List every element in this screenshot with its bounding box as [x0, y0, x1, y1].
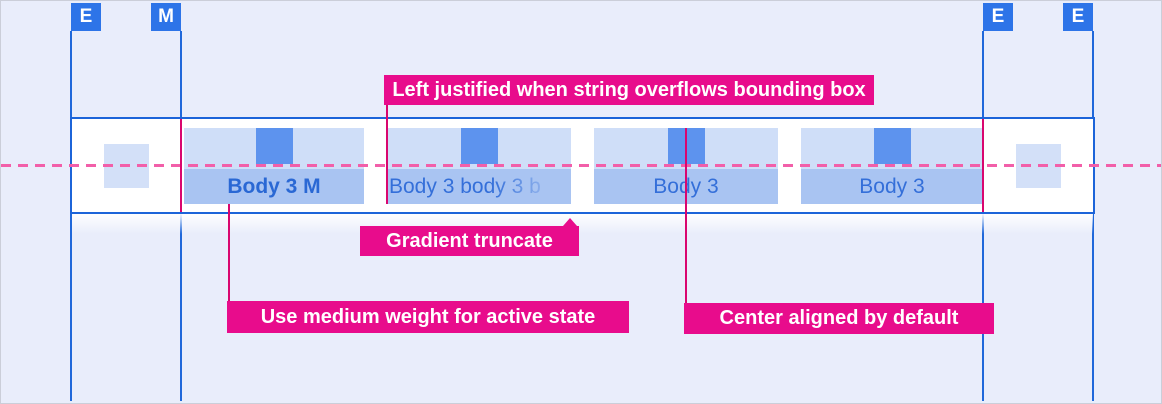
callout-gradient-truncate-text: Gradient truncate — [386, 230, 553, 252]
tab-label: Body 3 M — [184, 169, 364, 204]
margin-marker-e-right2: E — [1063, 3, 1093, 31]
tab-label: Body 3 — [801, 169, 983, 204]
tab-icon-placeholder — [460, 128, 498, 164]
leader-medium-weight — [228, 204, 230, 301]
tab-label: Body 3 body 3 b — [387, 169, 571, 204]
tab-default-4[interactable]: Body 3 — [801, 128, 983, 204]
guide-line-right-margin — [982, 31, 984, 401]
tab-active[interactable]: Body 3 M — [184, 128, 364, 204]
tab-region-end-line — [982, 119, 984, 212]
tab-bar-glow — [72, 214, 1093, 234]
callout-left-justified: Left justified when string overflows bou… — [384, 75, 874, 105]
tab-icon-placeholder — [873, 128, 911, 164]
margin-marker-m-left: M — [151, 3, 181, 31]
tab-region-start-line — [180, 119, 182, 212]
tab-label-text: Body 3 body 3 b — [389, 175, 541, 198]
tab-icon-placeholder — [255, 128, 293, 164]
leader-center-aligned — [685, 128, 687, 303]
callout-medium-weight: Use medium weight for active state — [227, 301, 629, 333]
margin-marker-e-right1: E — [983, 3, 1013, 31]
tab-overflow[interactable]: Body 3 body 3 b — [387, 128, 571, 204]
leader-left-justified — [386, 105, 388, 204]
guide-line-right-edge — [1092, 31, 1094, 401]
callout-gradient-truncate: Gradient truncate — [360, 218, 579, 256]
margin-marker-e-left: E — [71, 3, 101, 31]
caret-up-icon — [563, 218, 577, 226]
right-icon-placeholder-square — [1016, 144, 1061, 188]
guide-line-left-margin — [180, 31, 182, 401]
guide-line-left-edge — [70, 31, 72, 401]
callout-center-aligned: Center aligned by default — [684, 303, 994, 334]
left-icon-placeholder-square — [104, 144, 149, 188]
